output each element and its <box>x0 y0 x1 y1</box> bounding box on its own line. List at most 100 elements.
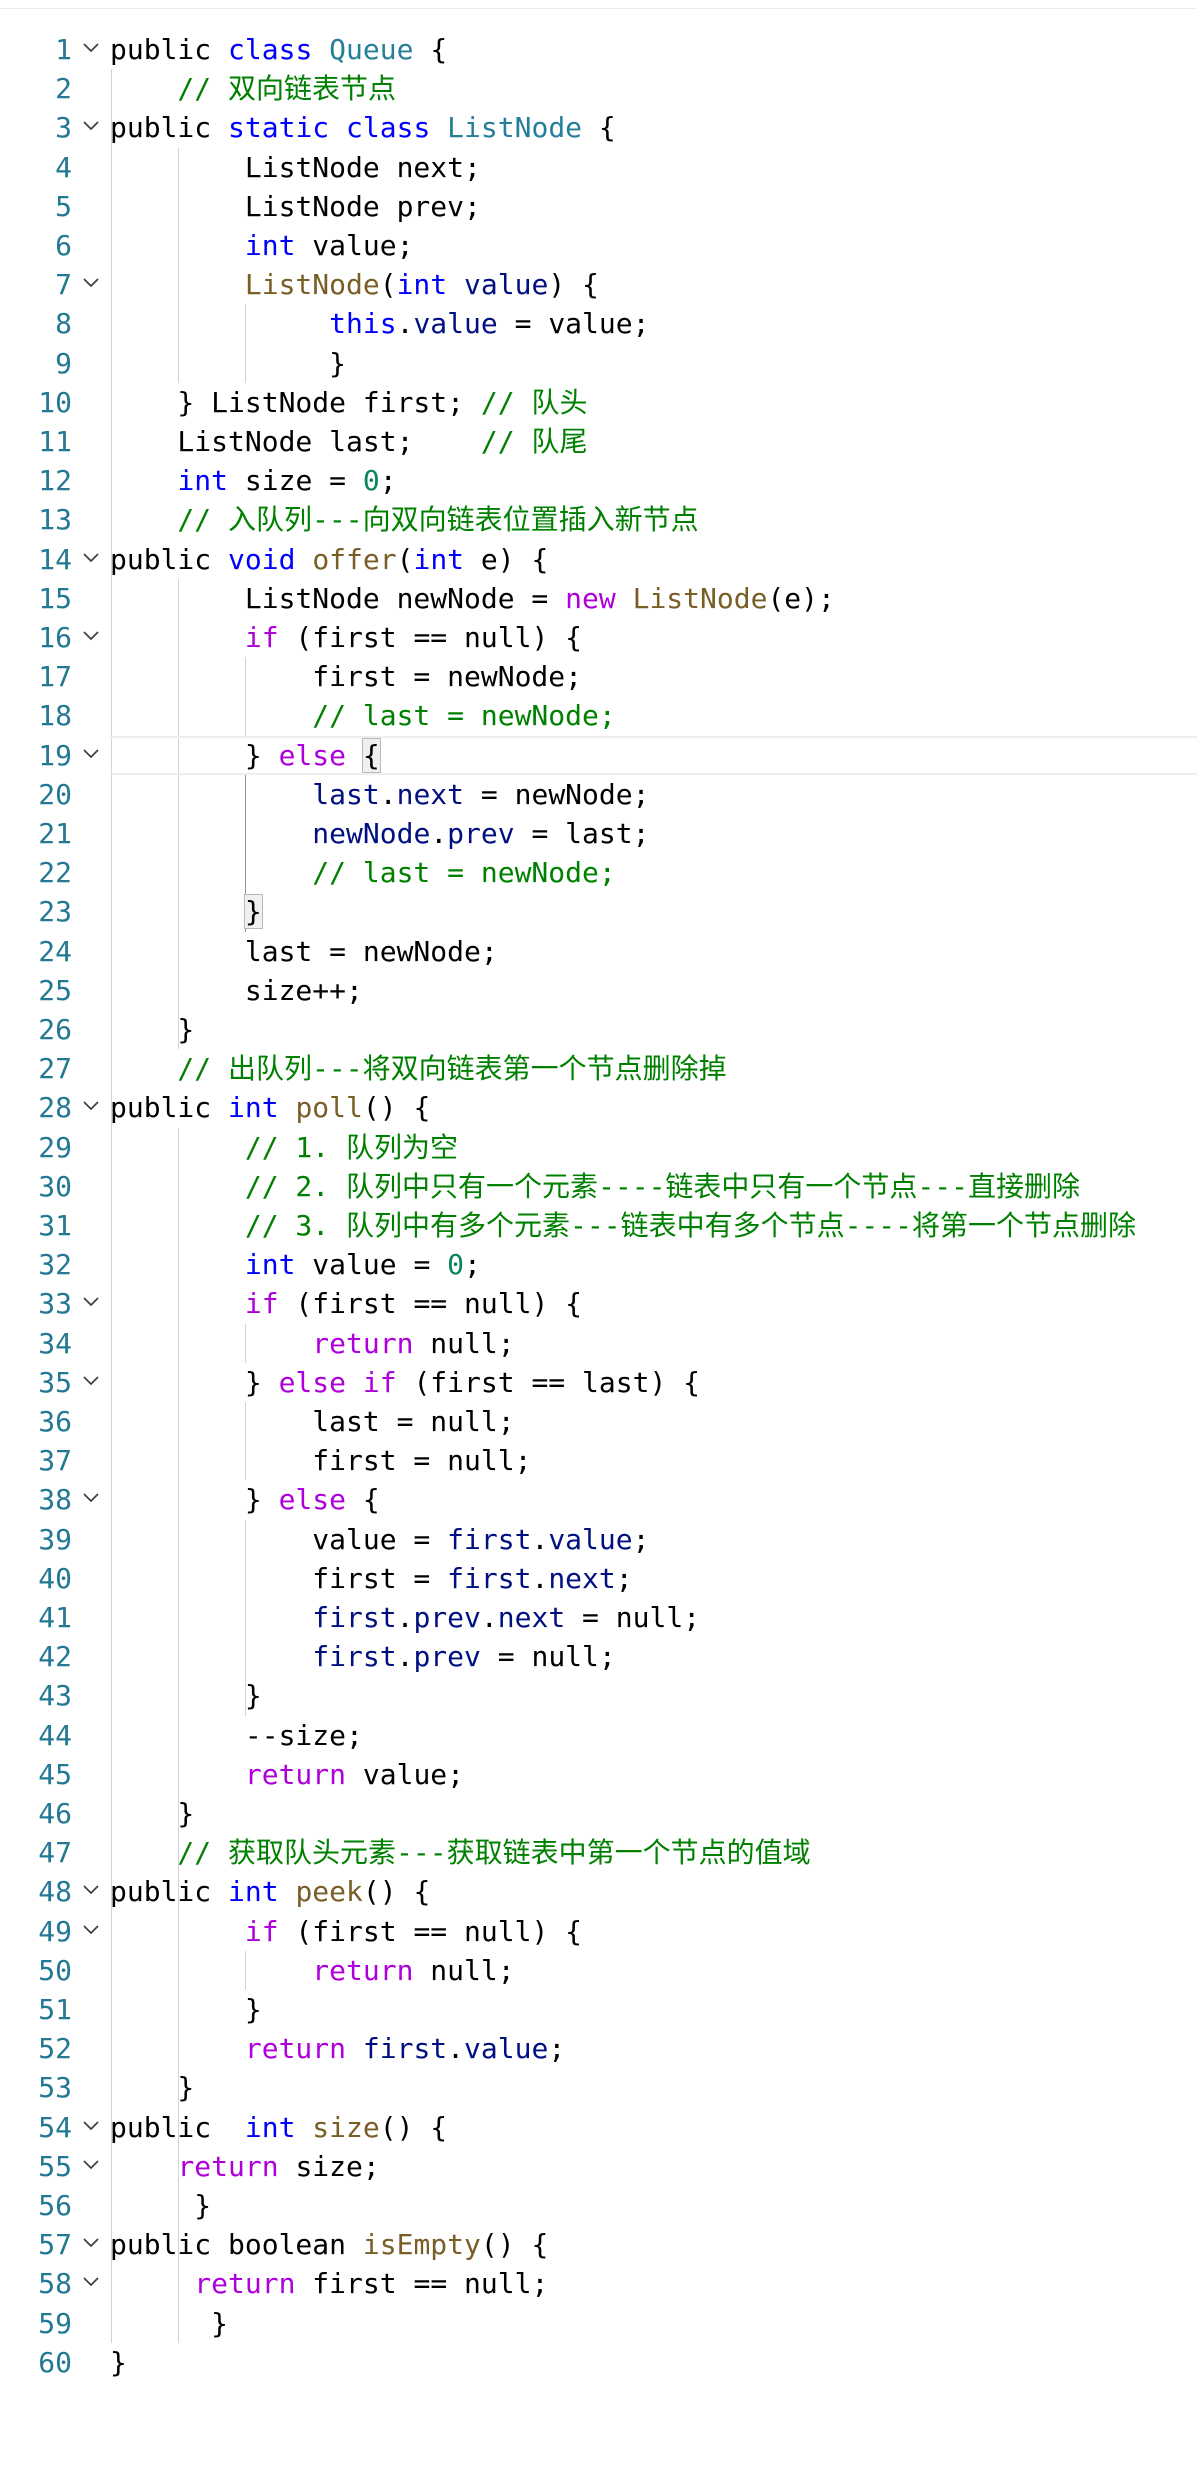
code-line[interactable]: first.prev.next = null; <box>110 1598 700 1637</box>
code-line[interactable]: ListNode(int value) { <box>110 265 599 304</box>
code-line[interactable]: // 获取队头元素---获取链表中第一个节点的值域 <box>110 1833 810 1872</box>
code-line[interactable]: } <box>110 892 263 931</box>
code-line[interactable]: // last = newNode; <box>110 853 615 892</box>
code-line[interactable]: public class Queue { <box>110 30 447 69</box>
line-number: 27 <box>38 1052 72 1086</box>
code-token: ListNode next; <box>110 150 481 184</box>
code-line[interactable]: } <box>110 1010 194 1049</box>
code-line[interactable]: } else if (first == last) { <box>110 1363 700 1402</box>
code-line[interactable]: first = null; <box>110 1441 531 1480</box>
code-line[interactable]: } <box>110 2304 228 2343</box>
code-line[interactable]: last.next = newNode; <box>110 775 649 814</box>
code-token: public <box>110 1091 229 1125</box>
code-line[interactable]: --size; <box>110 1716 363 1755</box>
chevron-down-icon[interactable] <box>80 2147 102 2186</box>
code-line[interactable]: int value; <box>110 226 414 265</box>
line-number: 15 <box>38 581 72 615</box>
code-token: . <box>531 1561 549 1595</box>
code-line[interactable]: } <box>110 1990 262 2029</box>
code-line[interactable]: ListNode next; <box>110 148 481 187</box>
code-line[interactable]: public int peek() { <box>110 1872 430 1911</box>
chevron-down-icon[interactable] <box>80 736 102 775</box>
code-line[interactable]: } <box>110 2186 211 2225</box>
chevron-down-icon[interactable] <box>80 108 102 147</box>
line-number: 60 <box>38 2345 72 2379</box>
line-number: 6 <box>55 229 72 262</box>
code-token: ; <box>464 1248 481 1282</box>
code-line[interactable]: } else { <box>110 1480 380 1519</box>
code-line[interactable]: this.value = value; <box>110 304 649 343</box>
code-line[interactable]: return null; <box>110 1951 514 1990</box>
chevron-down-icon[interactable] <box>80 1363 102 1402</box>
code-line[interactable]: ListNode last; // 队尾 <box>110 422 587 461</box>
code-line[interactable]: public int size() { <box>110 2108 447 2147</box>
code-line[interactable]: } <box>110 2343 127 2382</box>
code-token <box>110 2267 194 2300</box>
code-line[interactable]: if (first == null) { <box>110 618 582 657</box>
code-line[interactable]: value = first.value; <box>110 1520 649 1559</box>
code-line[interactable]: // 入队列---向双向链表位置插入新节点 <box>110 500 698 539</box>
line-number: 49 <box>38 1914 72 1948</box>
code-token: ; <box>615 1561 633 1595</box>
chevron-down-icon[interactable] <box>80 1088 102 1127</box>
code-line[interactable]: return size; <box>110 2147 380 2186</box>
code-line[interactable]: return first == null; <box>110 2264 548 2303</box>
code-line[interactable]: return first.value; <box>110 2029 565 2068</box>
chevron-down-icon[interactable] <box>80 265 102 304</box>
code-line[interactable]: } <box>110 1676 262 1715</box>
line-number: 20 <box>38 777 72 811</box>
code-token: isEmpty <box>362 2228 481 2262</box>
code-line[interactable]: int value = 0; <box>110 1245 481 1284</box>
code-token: return <box>244 1757 347 1791</box>
code-line[interactable]: } <box>110 2068 194 2107</box>
code-line[interactable]: } ListNode first; // 队头 <box>110 383 587 422</box>
code-line[interactable]: last = newNode; <box>110 932 498 971</box>
code-token: ListNode <box>447 111 583 145</box>
code-line[interactable]: public void offer(int e) { <box>110 540 548 579</box>
code-line[interactable]: newNode.prev = last; <box>110 814 649 853</box>
code-line[interactable]: // 3. 队列中有多个元素---链表中有多个节点----将第一个节点删除 <box>110 1206 1136 1245</box>
code-line[interactable]: // 1. 队列为空 <box>110 1128 458 1167</box>
line-number: 57 <box>38 2228 72 2262</box>
chevron-down-icon[interactable] <box>80 2225 102 2264</box>
chevron-down-icon[interactable] <box>80 1480 102 1519</box>
code-line[interactable]: first = newNode; <box>110 657 582 696</box>
code-line[interactable]: public int poll() { <box>110 1088 430 1127</box>
code-line[interactable]: } else { <box>110 736 381 775</box>
chevron-down-icon[interactable] <box>80 540 102 579</box>
code-line[interactable]: public boolean isEmpty() { <box>110 2225 548 2264</box>
code-token: size; <box>278 2149 380 2183</box>
code-line[interactable]: // 双向链表节点 <box>110 69 396 108</box>
code-token <box>110 778 312 811</box>
chevron-down-icon[interactable] <box>80 30 102 69</box>
code-line[interactable]: // last = newNode; <box>110 696 616 735</box>
code-line[interactable]: last = null; <box>110 1402 514 1441</box>
chevron-down-icon[interactable] <box>80 2108 102 2147</box>
code-line[interactable]: public static class ListNode { <box>110 108 616 147</box>
code-token: // last = newNode; <box>110 699 616 733</box>
code-token: . <box>396 307 414 341</box>
code-line[interactable]: } <box>110 344 346 383</box>
code-line[interactable]: if (first == null) { <box>110 1284 582 1323</box>
code-line[interactable]: if (first == null) { <box>110 1912 582 1951</box>
code-line[interactable]: return value; <box>110 1755 464 1794</box>
code-line[interactable]: first = first.next; <box>110 1559 633 1598</box>
indent-guide <box>245 1402 246 1481</box>
chevron-down-icon[interactable] <box>80 1912 102 1951</box>
code-line[interactable]: // 出队列---将双向链表第一个节点删除掉 <box>110 1049 726 1088</box>
code-token: () { <box>480 2228 549 2262</box>
code-line[interactable]: // 2. 队列中只有一个元素----链表中只有一个节点---直接删除 <box>110 1167 1080 1206</box>
code-token: value <box>464 268 549 302</box>
code-line[interactable]: ListNode newNode = new ListNode(e); <box>110 579 835 618</box>
code-line[interactable]: int size = 0; <box>110 461 396 500</box>
code-line[interactable]: first.prev = null; <box>110 1637 615 1676</box>
chevron-down-icon[interactable] <box>80 1284 102 1323</box>
code-line[interactable]: } <box>110 1794 194 1833</box>
chevron-down-icon[interactable] <box>80 2264 102 2303</box>
code-line[interactable]: ListNode prev; <box>110 187 481 226</box>
chevron-down-icon[interactable] <box>80 1872 102 1911</box>
chevron-down-icon[interactable] <box>80 618 102 657</box>
code-line[interactable]: return null; <box>110 1324 514 1363</box>
code-line[interactable]: size++; <box>110 971 363 1010</box>
